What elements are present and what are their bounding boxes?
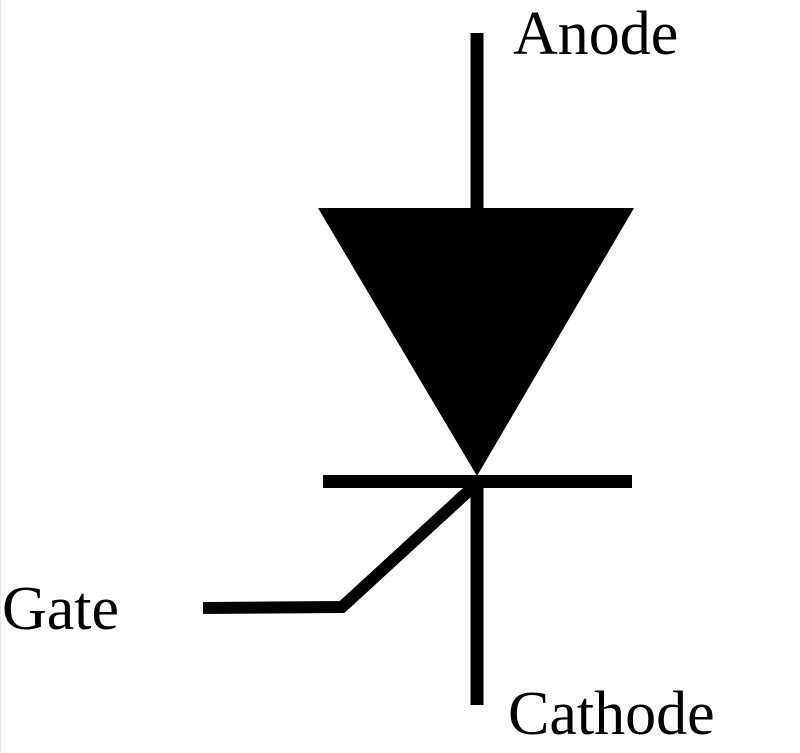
- diode-triangle: [318, 208, 634, 476]
- gate-lead: [202, 481, 479, 614]
- anode-label: Anode: [513, 0, 679, 68]
- gate-label: Gate: [2, 575, 120, 643]
- cathode-label: Cathode: [508, 680, 715, 748]
